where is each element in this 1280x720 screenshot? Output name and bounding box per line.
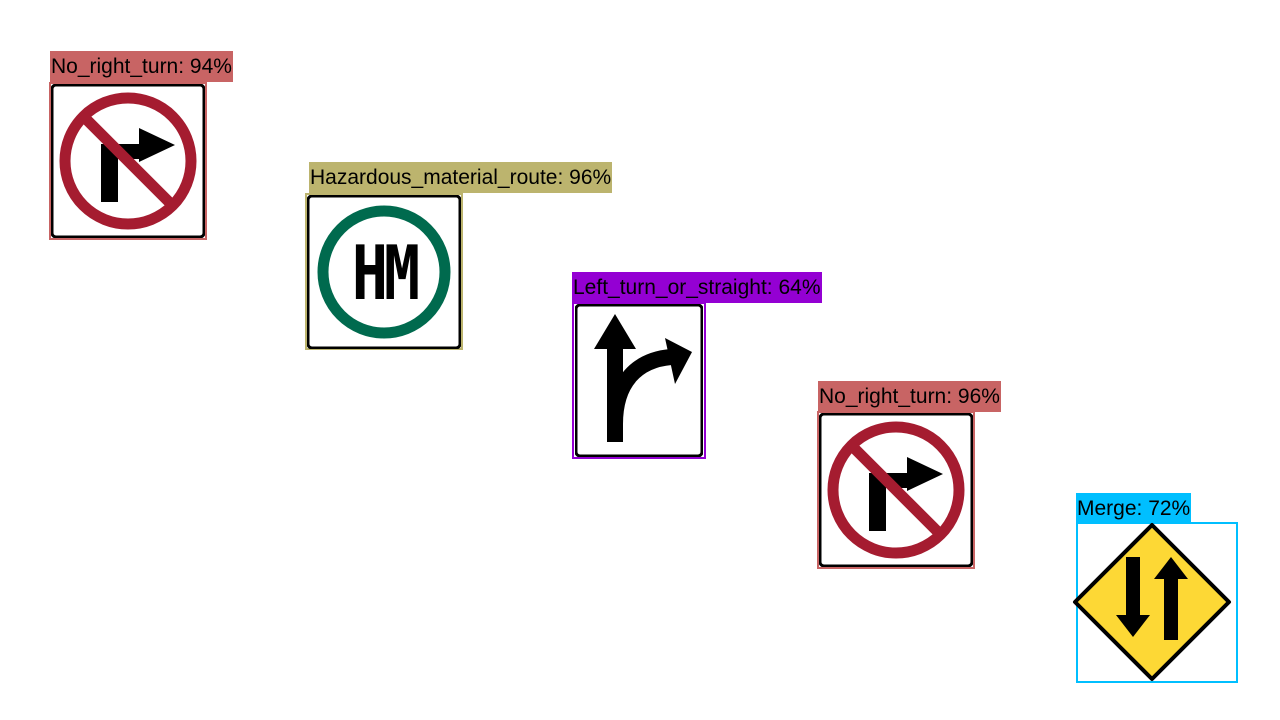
detection-label: Hazardous_material_route: 96%	[309, 162, 613, 193]
detection-no-right-turn-1: No_right_turn: 94%	[49, 51, 233, 241]
no-right-turn-icon	[819, 413, 973, 567]
detection-box	[817, 411, 975, 569]
detection-box	[305, 193, 463, 350]
detection-left-turn-or-straight: Left_turn_or_straight: 64%	[572, 272, 853, 462]
detection-no-right-turn-2: No_right_turn: 96%	[817, 381, 1024, 571]
detection-box	[572, 302, 706, 459]
detection-label: Left_turn_or_straight: 64%	[572, 272, 822, 303]
detection-label: No_right_turn: 96%	[818, 381, 1001, 412]
no-right-turn-icon	[51, 84, 205, 238]
detection-box	[49, 82, 207, 240]
hazardous-material-route-icon	[307, 195, 461, 349]
detection-hazardous-material-route: Hazardous_material_route: 96% HM	[305, 162, 649, 352]
hm-sign-text: HM	[351, 230, 420, 318]
detection-label: No_right_turn: 94%	[50, 51, 233, 82]
detection-merge: Merge: 72%	[1073, 493, 1238, 683]
two-way-traffic-diamond-icon	[1072, 522, 1232, 682]
straight-or-right-turn-arrow-icon	[575, 304, 703, 457]
detection-label: Merge: 72%	[1076, 493, 1192, 524]
